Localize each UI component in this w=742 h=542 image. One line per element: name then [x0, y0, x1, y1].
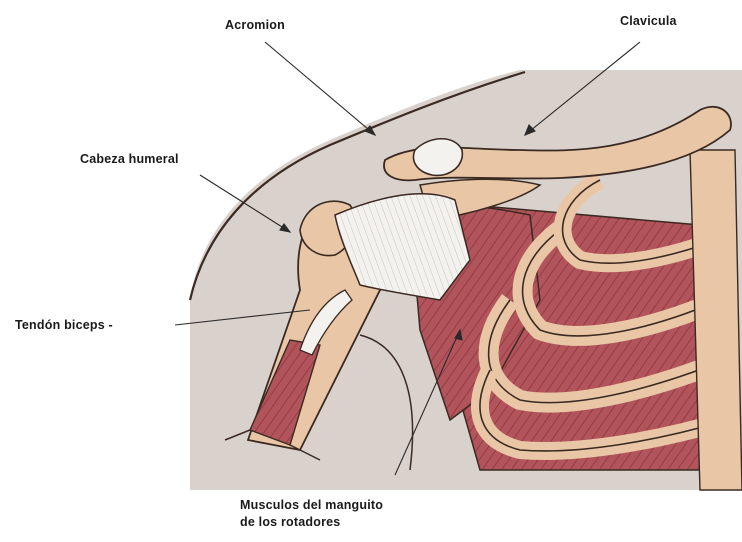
leader-acromion — [265, 42, 375, 135]
label-cabeza-humeral: Cabeza humeral — [80, 152, 179, 166]
label-musculos-line1: Musculos del manguito — [240, 498, 383, 512]
acromion-bone — [414, 139, 463, 176]
sternum — [690, 150, 742, 490]
label-tendon-biceps: Tendón biceps - — [15, 318, 113, 332]
label-acromion: Acromion — [225, 18, 285, 32]
label-clavicula: Clavicula — [620, 14, 677, 28]
label-musculos-line2: de los rotadores — [240, 515, 340, 529]
